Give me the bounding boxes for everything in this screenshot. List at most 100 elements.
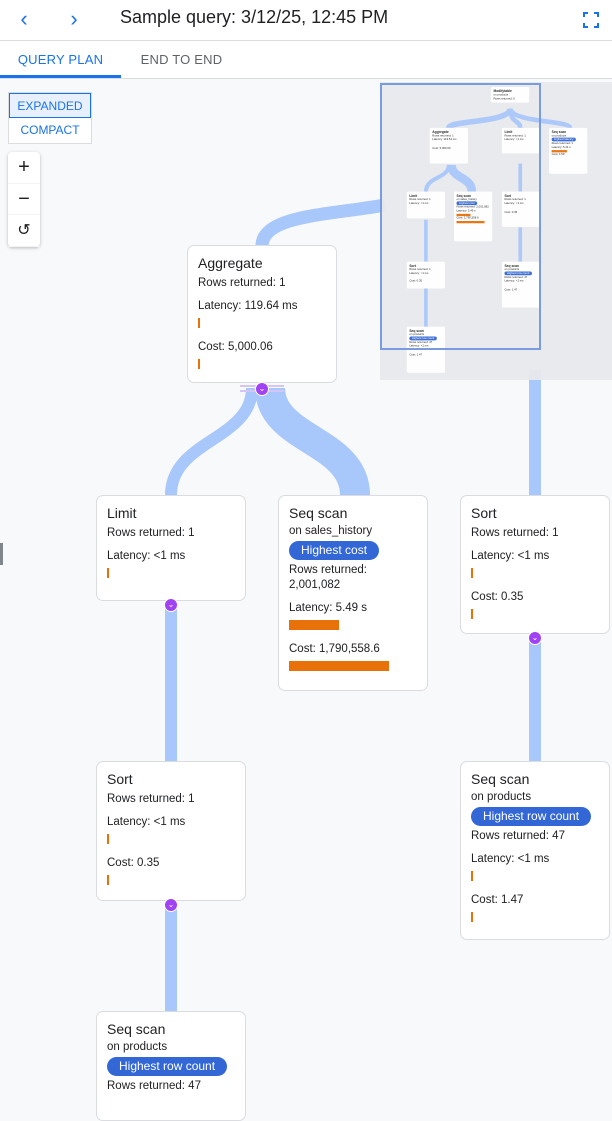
fullscreen-icon [583,12,599,28]
mm-title: Modifytable [493,89,512,93]
node-rows: Rows returned: 1 [471,527,559,539]
mm-cost: Cost: 1.47 [504,288,518,292]
node-latency: Latency: <1 ms [107,816,186,828]
mm-cost: Cost: 0.35 [504,210,518,214]
fullscreen-button[interactable] [577,6,605,34]
expanded-option[interactable]: EXPANDED [9,93,91,118]
node-latency: Latency: <1 ms [107,550,186,562]
mm-title: Seq scan [456,193,472,198]
node-rows: Rows returned: 1 [198,277,286,289]
latency-bar [471,871,473,881]
chevron-down-icon: ⌄ [167,900,175,909]
expand-toggle[interactable]: ⌄ [164,898,178,912]
node-latency: Latency: 119.64 ms [198,300,298,312]
expand-toggle[interactable]: ⌄ [164,598,178,612]
mm-title: Seq scan [504,263,519,268]
mm-latency: Latency: <1 ms [409,344,429,348]
cost-bar [107,875,109,885]
minimap-viewport[interactable] [380,83,541,350]
mm-latency-bar [551,150,567,153]
latency-bar [107,834,109,844]
mm-rows: Rows returned: 1 [409,197,431,201]
cost-bar [471,912,473,922]
plan-node-seq-scan-products-right[interactable]: Seq scan on products Highest row count R… [460,761,610,940]
tab-query-plan[interactable]: QUERY PLAN [0,41,121,78]
minimap-node-seq-scan-products-top: Seq scan on products Highest latency Row… [549,127,588,174]
node-subtitle: on products [471,791,532,803]
node-subtitle: on products [107,1041,168,1053]
node-title: Sort [471,505,497,521]
minimap-node-seq-scan-sales: Seq scan on sales_history Highest cost R… [453,191,493,242]
mm-cost: Cost: 0.35 [409,279,423,283]
minimap-node-sort-right: Sort Rows returned: 1 Latency: <1 ms Cos… [501,191,541,227]
minimap-node-limit-top: Limit Rows returned: 1 Latency: <1 ms [501,127,541,154]
mm-title: Sort [504,193,512,198]
mm-subtitle: on products [493,93,509,97]
chevron-down-icon: ⌄ [531,633,539,642]
mm-rows: Rows returned: 47 [409,340,433,344]
mm-latency: Latency: <1 ms [409,271,429,275]
scrollbar-handle[interactable] [0,543,3,565]
node-rows: Rows returned: 47 [107,1080,201,1092]
node-title: Aggregate [198,255,263,271]
node-rows: Rows returned: 47 [471,830,565,842]
highest-row-count-badge: Highest row count [471,807,592,826]
node-latency: Latency: <1 ms [471,550,550,562]
mm-rows: Rows returned: 1 [551,141,573,145]
mm-badge: Highest row count [504,271,532,276]
plan-node-sort-left[interactable]: Sort Rows returned: 1 Latency: <1 ms Cos… [96,761,246,901]
plan-node-sort-right[interactable]: Sort Rows returned: 1 Latency: <1 ms Cos… [460,495,610,634]
mm-subtitle: on sales_history [456,197,477,201]
minimap-node-sort-left: Sort Rows returned: 1 Latency: <1 ms Cos… [406,261,446,289]
node-latency: Latency: <1 ms [471,853,550,865]
chevron-right-icon: › [70,6,78,31]
mm-latency: Latency: <1 ms [504,279,524,283]
mm-badge: Highest cost [456,201,478,206]
mm-latency: Latency: <1 ms [409,201,429,205]
plan-node-seq-scan-products-bottom[interactable]: Seq scan on products Highest row count R… [96,1011,246,1121]
plan-node-seq-scan-sales-history[interactable]: Seq scan on sales_history Highest cost R… [278,495,428,691]
mm-title: Aggregate [432,129,449,134]
latency-bar [471,568,473,578]
view-toggle: EXPANDED COMPACT [8,92,92,144]
latency-bar [198,318,200,328]
mm-title: Sort [409,263,416,268]
node-latency: Latency: 5.49 s [289,602,367,614]
plan-node-limit[interactable]: Limit Rows returned: 1 Latency: <1 ms [96,495,246,601]
mm-cost-bar [456,220,485,224]
zoom-in-button[interactable]: + [8,152,40,184]
expand-toggle[interactable]: ⌄ [528,631,542,645]
zoom-controls: + − ↺ [8,152,40,247]
cost-bar [289,661,389,671]
highest-cost-badge: Highest cost [289,541,380,560]
forward-button[interactable]: › [60,6,88,34]
mm-title: Limit [409,193,418,198]
mm-cost: Cost: 1.47 [409,353,423,357]
latency-bar [289,620,339,630]
highest-row-count-badge: Highest row count [107,1057,228,1076]
plan-node-aggregate[interactable]: Aggregate Rows returned: 1 Latency: 119.… [187,245,337,383]
back-button[interactable]: ‹ [10,6,38,34]
node-cost: Cost: 5,000.06 [198,341,273,353]
node-title: Seq scan [289,505,348,521]
expand-toggle[interactable]: ⌄ [255,382,269,396]
tab-end-to-end[interactable]: END TO END [140,52,223,67]
header: ‹ › Sample query: 3/12/25, 12:45 PM [0,0,612,41]
minimap-edges [423,107,573,327]
minimap-node-modifytable: Modifytable on products Rows returned: 0 [490,87,530,103]
mm-subtitle: on products [504,267,520,271]
node-cost: Cost: 0.35 [471,591,524,603]
latency-bar [107,568,109,578]
mm-latency: Latency: 5.49 s [456,209,476,213]
reset-zoom-button[interactable]: ↺ [8,215,40,247]
compact-option[interactable]: COMPACT [20,123,80,137]
node-cost: Cost: 1,790,558.6 [289,643,380,655]
minimap-node-limit: Limit Rows returned: 1 Latency: <1 ms [406,191,446,219]
mm-rows: Rows returned: 1 [504,134,526,138]
chevron-down-icon: ⌄ [167,600,175,609]
edge-aggregate-seqscan [255,386,370,497]
zoom-out-button[interactable]: − [8,184,40,216]
node-rows: Rows returned: 2,001,082 [289,564,367,591]
mm-latency: Latency: 5.41 s [551,145,571,149]
